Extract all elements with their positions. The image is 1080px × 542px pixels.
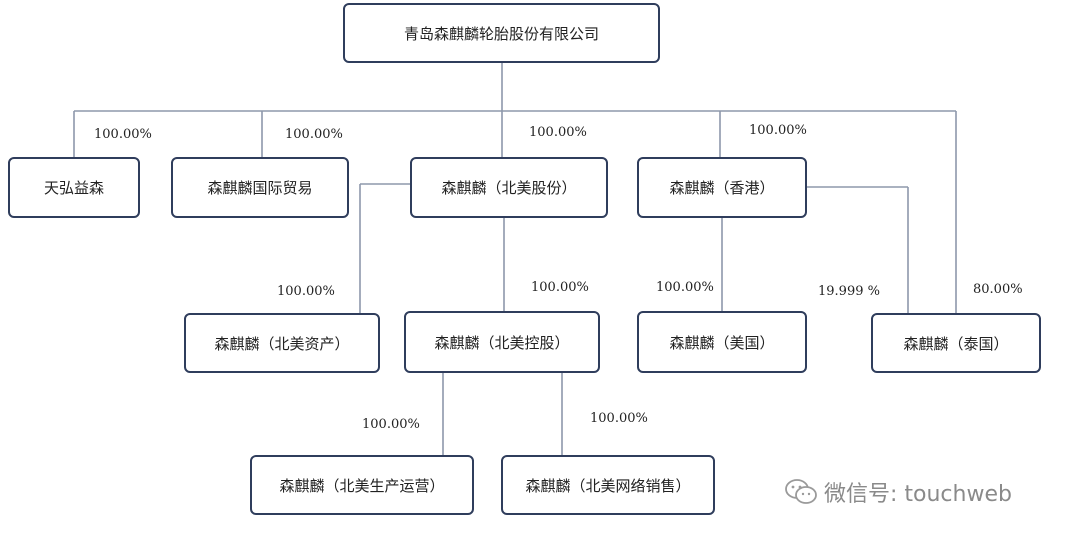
- pct-root-hk: 100.00%: [749, 123, 807, 138]
- watermark-text: 微信号: touchweb: [824, 482, 1012, 507]
- pct-root-thailand: 80.00%: [973, 282, 1023, 297]
- pct-holding-online: 100.00%: [590, 411, 648, 426]
- wechat-icon: [785, 479, 817, 504]
- usa-box: 森麒麟（美国）: [637, 311, 807, 373]
- thailand-box: 森麒麟（泰国）: [871, 313, 1041, 373]
- trade-box: 森麒麟国际贸易: [171, 157, 349, 218]
- hk-box: 森麒麟（香港）: [637, 157, 807, 218]
- pct-root-na-shares: 100.00%: [529, 125, 587, 140]
- root-company-box: 青岛森麒麟轮胎股份有限公司: [343, 3, 660, 63]
- na-holding-box: 森麒麟（北美控股）: [404, 311, 600, 373]
- pct-na-shares-assets: 100.00%: [277, 284, 335, 299]
- wechat-watermark: 微信号: touchweb: [784, 476, 1012, 508]
- na-online-box: 森麒麟（北美网络销售）: [501, 455, 715, 515]
- pct-hk-thailand: 19.999 %: [818, 284, 880, 299]
- na-production-box: 森麒麟（北美生产运营）: [250, 455, 474, 515]
- tianhong-box: 天弘益森: [8, 157, 140, 218]
- pct-hk-usa: 100.00%: [656, 280, 714, 295]
- pct-holding-production: 100.00%: [362, 417, 420, 432]
- pct-root-tianhong: 100.00%: [94, 127, 152, 142]
- pct-na-shares-holding: 100.00%: [531, 280, 589, 295]
- na-assets-box: 森麒麟（北美资产）: [184, 313, 380, 373]
- na-shares-box: 森麒麟（北美股份）: [410, 157, 608, 218]
- pct-root-trade: 100.00%: [285, 127, 343, 142]
